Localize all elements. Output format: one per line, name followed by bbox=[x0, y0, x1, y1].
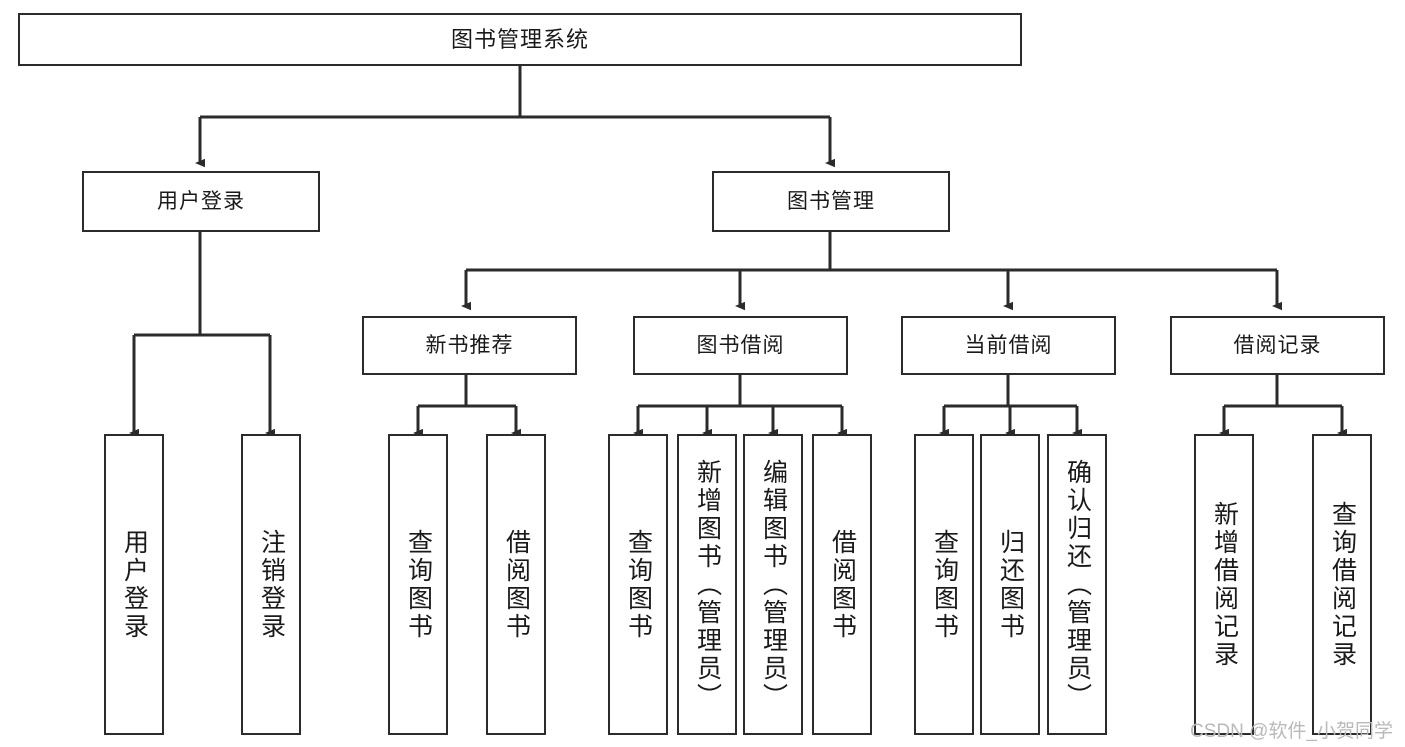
node-leaf-return-book-label: 归还图书 bbox=[996, 528, 1025, 641]
node-leaf-confirm-return-label: 确认归还（管理员） bbox=[1063, 458, 1092, 711]
node-leaf-borrow-book-2[interactable]: 借阅图书 bbox=[812, 434, 872, 735]
node-leaf-query-book-2-label: 查询图书 bbox=[624, 528, 653, 641]
node-leaf-query-book-3[interactable]: 查询图书 bbox=[914, 434, 974, 735]
node-root[interactable]: 图书管理系统 bbox=[18, 13, 1022, 66]
node-user-login[interactable]: 用户登录 bbox=[82, 171, 320, 232]
node-leaf-user-login-label: 用户登录 bbox=[120, 528, 149, 641]
csdn-watermark: CSDN @软件_小贺同学 bbox=[1190, 721, 1393, 742]
node-leaf-borrow-book-1[interactable]: 借阅图书 bbox=[486, 434, 546, 735]
node-book-manage-label: 图书管理 bbox=[787, 190, 875, 213]
node-leaf-confirm-return[interactable]: 确认归还（管理员） bbox=[1047, 434, 1107, 735]
node-leaf-edit-book[interactable]: 编辑图书（管理员） bbox=[743, 434, 803, 735]
node-leaf-borrow-book-2-label: 借阅图书 bbox=[828, 528, 857, 641]
node-new-book-recommend-label: 新书推荐 bbox=[425, 334, 514, 357]
node-book-borrow[interactable]: 图书借阅 bbox=[633, 316, 848, 375]
node-current-borrow-label: 当前借阅 bbox=[964, 334, 1053, 357]
node-borrow-record-label: 借阅记录 bbox=[1233, 334, 1322, 357]
node-root-label: 图书管理系统 bbox=[450, 26, 589, 52]
node-leaf-add-record[interactable]: 新增借阅记录 bbox=[1194, 434, 1254, 735]
node-leaf-return-book[interactable]: 归还图书 bbox=[980, 434, 1040, 735]
node-leaf-logout-login-label: 注销登录 bbox=[257, 528, 286, 641]
node-new-book-recommend[interactable]: 新书推荐 bbox=[362, 316, 577, 375]
node-book-manage[interactable]: 图书管理 bbox=[712, 171, 950, 232]
node-leaf-query-book-2[interactable]: 查询图书 bbox=[608, 434, 668, 735]
node-leaf-user-login[interactable]: 用户登录 bbox=[104, 434, 164, 735]
node-leaf-query-record-label: 查询借阅记录 bbox=[1328, 500, 1357, 669]
node-book-borrow-label: 图书借阅 bbox=[696, 334, 785, 357]
node-leaf-query-book-1[interactable]: 查询图书 bbox=[388, 434, 448, 735]
node-leaf-borrow-book-1-label: 借阅图书 bbox=[502, 528, 531, 641]
node-leaf-query-record[interactable]: 查询借阅记录 bbox=[1312, 434, 1372, 735]
node-leaf-edit-book-label: 编辑图书（管理员） bbox=[759, 458, 788, 711]
node-leaf-query-book-3-label: 查询图书 bbox=[930, 528, 959, 641]
node-leaf-logout-login[interactable]: 注销登录 bbox=[241, 434, 301, 735]
node-leaf-add-book-label: 新增图书（管理员） bbox=[693, 458, 722, 711]
node-leaf-add-book[interactable]: 新增图书（管理员） bbox=[677, 434, 737, 735]
node-leaf-query-book-1-label: 查询图书 bbox=[404, 528, 433, 641]
node-current-borrow[interactable]: 当前借阅 bbox=[901, 316, 1116, 375]
node-user-login-label: 用户登录 bbox=[157, 190, 245, 213]
node-leaf-add-record-label: 新增借阅记录 bbox=[1210, 500, 1239, 669]
node-borrow-record[interactable]: 借阅记录 bbox=[1170, 316, 1385, 375]
